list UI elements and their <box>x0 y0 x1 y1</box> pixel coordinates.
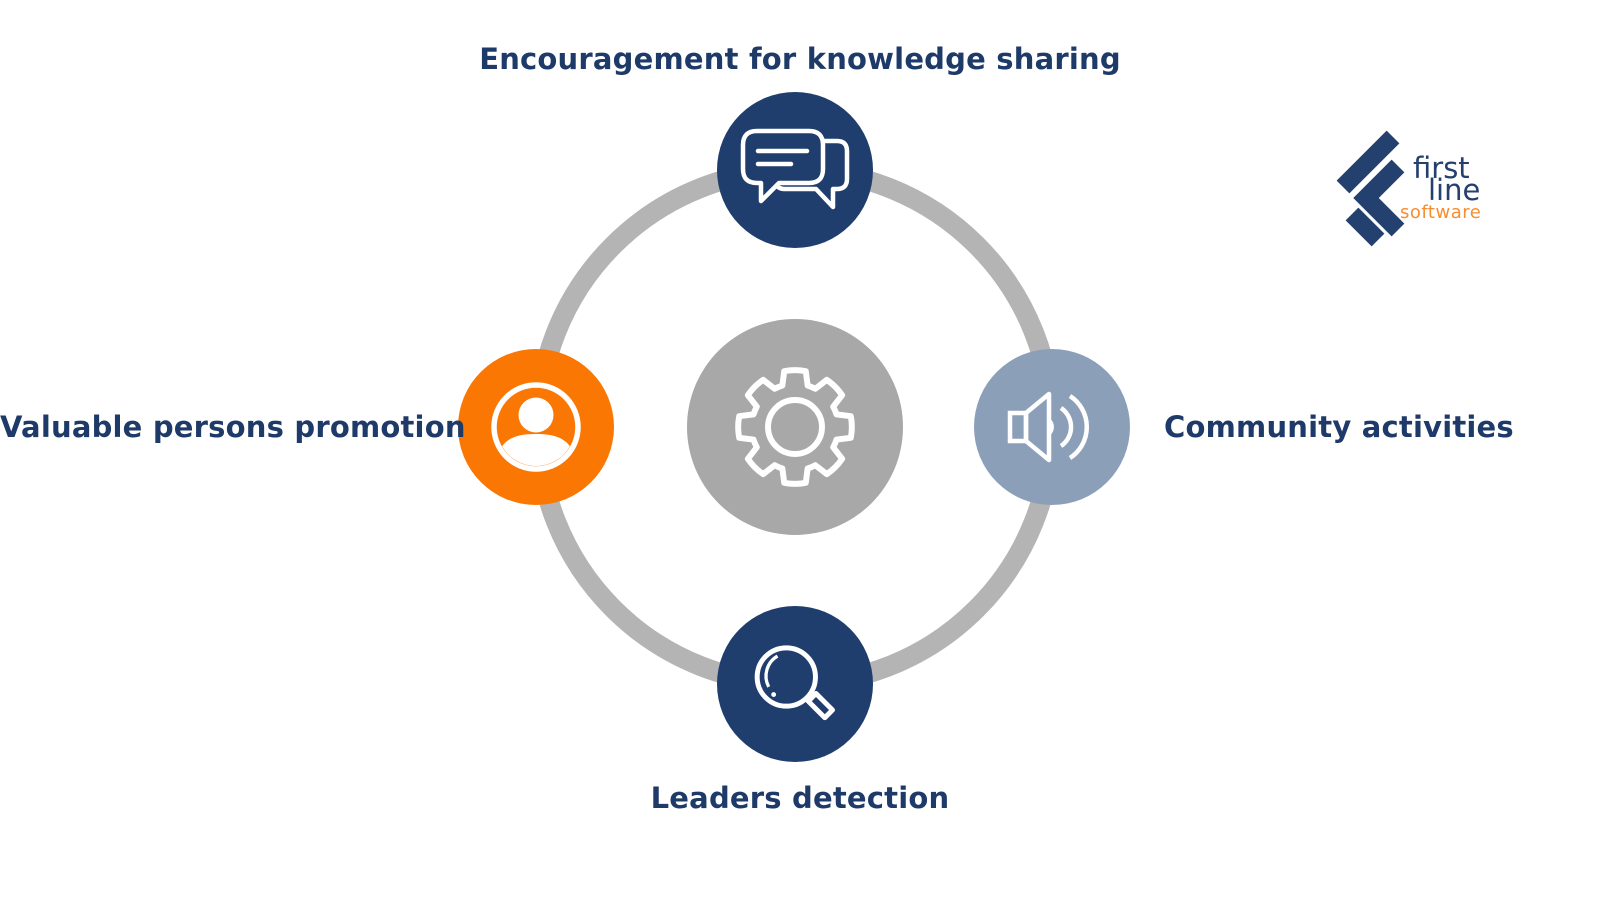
gear-icon <box>735 367 855 487</box>
person-icon <box>491 382 581 472</box>
logo-word-software: software <box>1400 202 1482 223</box>
firstline-logo: first line software <box>1316 126 1516 266</box>
label-community: Community activities <box>1164 410 1514 444</box>
label-valuable-persons: Valuable persons promotion <box>0 410 466 444</box>
chat-bubbles-icon <box>740 128 850 210</box>
logo-word-first: first <box>1413 151 1470 185</box>
loudspeaker-icon <box>1007 391 1089 463</box>
firstline-logo-mark <box>1336 130 1405 247</box>
node-bottom-circle <box>717 606 873 762</box>
logo-word-line: line <box>1428 173 1481 207</box>
center-circle <box>687 319 903 535</box>
label-leaders-detection: Leaders detection <box>650 781 950 815</box>
magnifying-glass-icon <box>754 645 835 721</box>
label-encouragement: Encouragement for knowledge sharing <box>479 42 1121 76</box>
